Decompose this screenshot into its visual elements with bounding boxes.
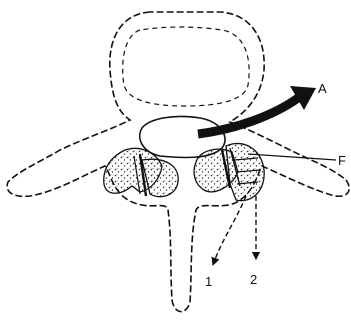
vertebra-outline: [7, 12, 349, 312]
label-2: 2: [250, 272, 257, 287]
label-a: A: [318, 81, 327, 96]
label-1: 1: [205, 274, 212, 289]
label-f: F: [338, 153, 346, 168]
